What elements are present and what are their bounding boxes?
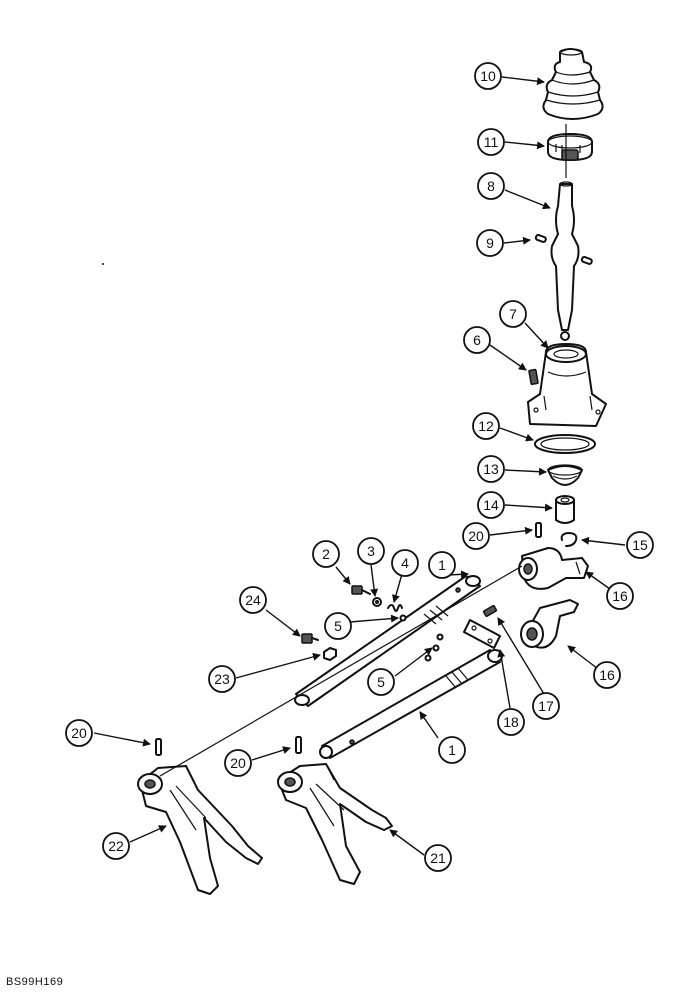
setscrew-part	[482, 605, 498, 617]
callout-18: 18	[497, 708, 525, 736]
callout-label: 14	[483, 497, 499, 513]
callout-label: 20	[468, 528, 484, 544]
callout-label: 11	[484, 134, 499, 150]
washer-part	[372, 597, 382, 607]
callout-16: 16	[606, 582, 634, 610]
callout-label: 1	[448, 742, 456, 758]
callout-20: 20	[462, 522, 490, 550]
callout-17: 17	[532, 692, 560, 720]
callout-label: 9	[486, 235, 494, 251]
assembly-axis-line	[159, 565, 523, 777]
shifter-block-part	[518, 547, 589, 590]
callout-label: 13	[483, 461, 499, 477]
callout-label: 2	[322, 546, 330, 562]
shift-fork-part	[277, 763, 393, 885]
shift-lever-part	[550, 181, 580, 341]
callout-16: 16	[593, 661, 621, 689]
callout-15: 15	[626, 531, 654, 559]
lever-housing-part	[527, 343, 607, 427]
dot-mark	[102, 263, 104, 265]
callout-label: 21	[430, 850, 446, 866]
callout-13: 13	[477, 455, 505, 483]
callout-label: 5	[377, 674, 385, 690]
callout-label: 22	[108, 838, 124, 854]
gasket-part	[534, 434, 596, 454]
bolt-part	[351, 585, 371, 595]
callout-21: 21	[424, 844, 452, 872]
callout-1: 1	[428, 551, 456, 579]
spring-part	[387, 604, 403, 612]
callout-label: 15	[632, 537, 648, 553]
seal-part	[547, 464, 583, 486]
callout-label: 6	[473, 332, 481, 348]
callout-label: 10	[480, 68, 496, 84]
callout-23: 23	[208, 665, 236, 693]
callout-label: 1	[438, 557, 446, 573]
roll-pin-part	[535, 522, 542, 538]
callout-20: 20	[65, 719, 93, 747]
nut-part	[323, 647, 337, 661]
screw-part	[528, 368, 539, 386]
callout-label: 5	[334, 618, 342, 634]
callout-12: 12	[472, 412, 500, 440]
callout-label: 12	[478, 418, 494, 434]
pin-part	[534, 233, 593, 265]
callout-8: 8	[477, 172, 505, 200]
roll-pin-part	[295, 736, 302, 754]
callout-1: 1	[438, 736, 466, 764]
callout-label: 3	[367, 543, 375, 559]
roll-pin-part	[155, 738, 162, 756]
shifter-block-part	[520, 599, 579, 649]
bolt-part	[301, 633, 319, 644]
figure-reference: BS99H169	[6, 976, 64, 988]
callout-7: 7	[499, 300, 527, 328]
boot-part	[542, 48, 604, 120]
callout-label: 8	[487, 178, 495, 194]
callout-24: 24	[239, 586, 267, 614]
callout-5: 5	[324, 612, 352, 640]
callout-label: 7	[509, 306, 517, 322]
callout-label: 20	[230, 755, 246, 771]
callout-label: 24	[245, 592, 261, 608]
clamp-part	[547, 133, 593, 161]
callout-label: 4	[401, 555, 409, 571]
shift-rail-part	[294, 575, 481, 707]
callout-label: 17	[538, 698, 554, 714]
callout-5: 5	[367, 668, 395, 696]
callout-3: 3	[357, 537, 385, 565]
shift-fork-part	[137, 765, 263, 895]
callout-9: 9	[476, 229, 504, 257]
callout-4: 4	[391, 549, 419, 577]
callout-6: 6	[463, 326, 491, 354]
interlock-plate-part	[463, 619, 501, 649]
callout-2: 2	[312, 540, 340, 568]
callout-22: 22	[102, 832, 130, 860]
detent-ball-part	[399, 614, 444, 662]
leader-lines	[93, 76, 626, 856]
callout-11: 11	[477, 128, 505, 156]
callout-10: 10	[474, 62, 502, 90]
callout-14: 14	[477, 491, 505, 519]
callout-label: 23	[214, 671, 230, 687]
snap-ring-part	[560, 532, 578, 547]
callout-label: 16	[612, 588, 628, 604]
callout-label: 16	[599, 667, 615, 683]
callout-20: 20	[224, 749, 252, 777]
callout-label: 18	[503, 714, 519, 730]
bushing-part	[555, 495, 575, 524]
callout-label: 20	[71, 725, 87, 741]
